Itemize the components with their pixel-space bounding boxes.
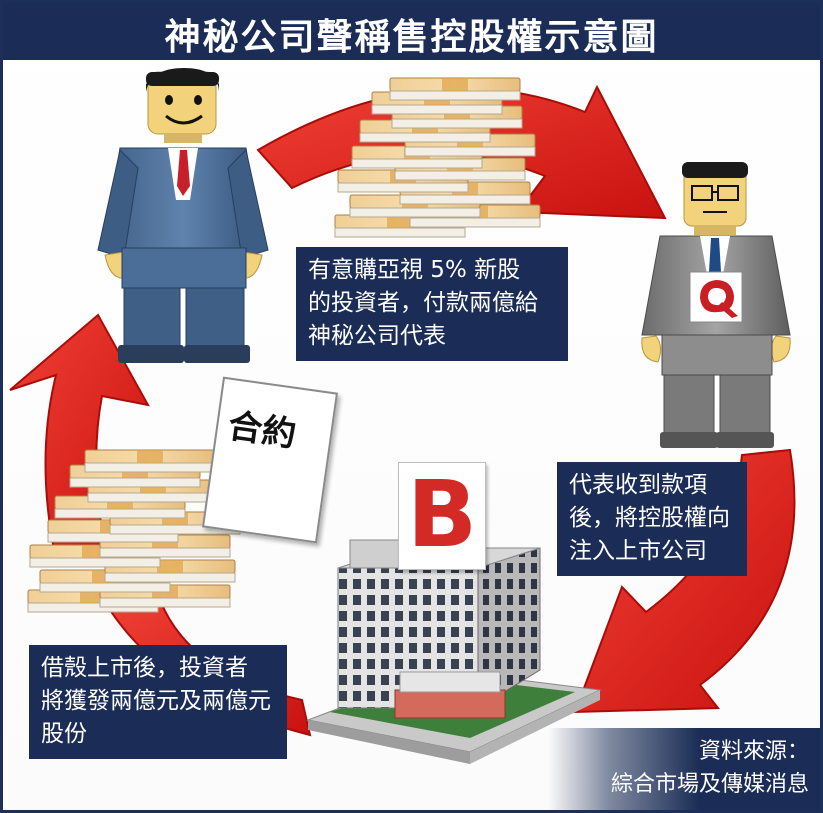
caption-line: 神秘公司代表 xyxy=(308,323,446,349)
contract-label: 合約 xyxy=(225,406,299,456)
caption-line: 的投資者，付款兩億給 xyxy=(308,290,538,316)
source-label: 資料來源： xyxy=(698,739,809,764)
representative-figure xyxy=(641,162,791,448)
page-title: 神秘公司聲稱售控股權示意圖 xyxy=(164,17,659,58)
backdoor-listing-caption: 借殼上市後，投資者 將獲發兩億元及兩億元 股份 xyxy=(29,645,287,759)
representative-caption: 代表收到款項 後，將控股權向 注入上市公司 xyxy=(557,462,747,576)
caption-line: 代表收到款項 xyxy=(569,472,707,498)
caption-line: 借殼上市後，投資者 xyxy=(41,655,248,681)
investor-figure xyxy=(97,68,269,363)
caption-line: 有意購亞視 5% 新股 xyxy=(308,257,521,283)
caption-line: 股份 xyxy=(41,721,87,747)
contract-document: 合約 xyxy=(201,376,339,544)
caption-line: 將獲發兩億元及兩億元 xyxy=(41,688,271,714)
caption-line: 後，將控股權向 xyxy=(569,505,730,531)
building-sign-letter: B xyxy=(406,461,478,568)
title-bar: 神秘公司聲稱售控股權示意圖 xyxy=(0,0,823,60)
investor-caption: 有意購亞視 5% 新股 的投資者，付款兩億給 神秘公司代表 xyxy=(296,247,568,361)
caption-line: 注入上市公司 xyxy=(569,538,707,564)
building-sign: B xyxy=(398,461,486,570)
source-note: 資料來源： 綜合市場及傳媒消息 xyxy=(548,728,823,813)
source-text: 綜合市場及傳媒消息 xyxy=(610,772,809,797)
